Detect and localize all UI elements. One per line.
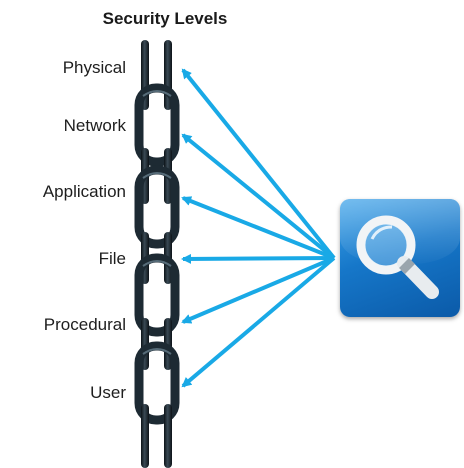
chain-icon (134, 40, 180, 468)
level-label-physical: Physical (62, 58, 126, 77)
level-label-procedural: Procedural (43, 315, 126, 334)
arrows (181, 68, 336, 388)
magnifying-glass-icon (340, 199, 460, 317)
level-label-user: User (90, 383, 126, 402)
level-label-file: File (98, 249, 126, 268)
level-label-network: Network (63, 116, 126, 135)
diagram-title: Security Levels (102, 9, 228, 28)
level-label-application: Application (42, 182, 126, 201)
